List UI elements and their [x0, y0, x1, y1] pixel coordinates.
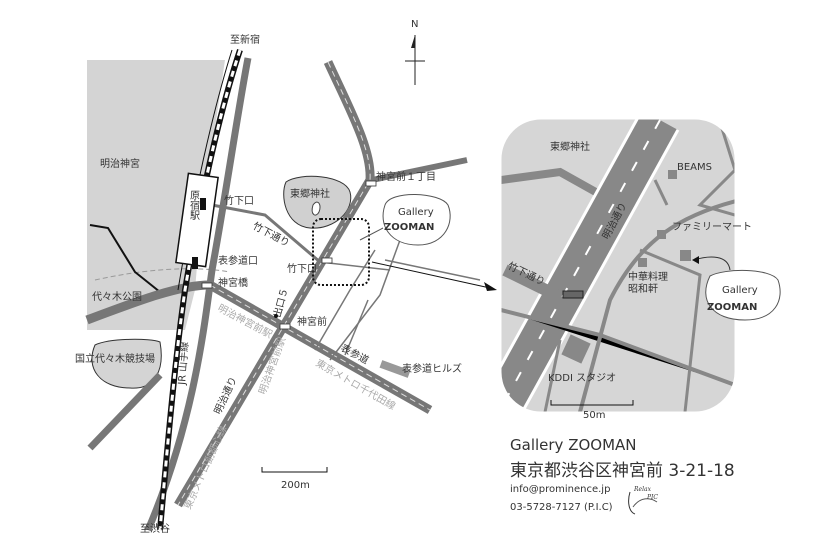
railway-dashes [158, 49, 242, 531]
north-label: N [411, 19, 418, 30]
exit5-marker [274, 314, 278, 318]
gallery-small-label: Gallery [398, 207, 434, 218]
relax-pic-logo: Relax PIC [628, 486, 658, 515]
inset-label-showaken: 昭和軒 [628, 283, 658, 295]
inset-label-kddi: KDDI スタジオ [548, 372, 616, 384]
label-meiji-jingu: 明治神宮 [100, 157, 140, 170]
inset-label-togo-shrine: 東郷神社 [550, 140, 590, 153]
north-compass-icon: N [405, 19, 425, 85]
inset-gallery-big: ZOOMAN [707, 302, 757, 313]
omotesando-hills-building [379, 360, 411, 378]
crosswalk-markers [201, 180, 377, 330]
inset-label-chuka: 中華料理 [628, 270, 668, 283]
gallery-name: Gallery ZOOMAN [510, 436, 637, 454]
park-boundary [94, 268, 231, 281]
harajuku-station: 原宿駅 [175, 172, 219, 269]
label-togo-shrine: 東郷神社 [290, 187, 330, 200]
inset-label-beams: BEAMS [677, 162, 712, 173]
zoom-area-indicator [312, 218, 370, 286]
label-omotesando-hills: 表参道ヒルズ [402, 362, 462, 375]
inset-map [501, 119, 735, 412]
arrowhead-icon [484, 282, 497, 291]
label-omotesando-exit: 表参道口 [218, 254, 258, 267]
harajuku-station-label: 原宿駅 [188, 190, 200, 221]
label-fukutoshin-line: 東京メトロ副都心線 [181, 424, 229, 512]
label-jr-yamanote: JR 山手線 [175, 341, 191, 386]
scale-bar-main: 200m [261, 467, 328, 491]
svg-text:PIC: PIC [646, 494, 658, 501]
gallery-big-label: ZOOMAN [384, 222, 434, 233]
gallery-bubble-inset: Gallery ZOOMAN [692, 256, 781, 321]
label-jingubashi: 神宮橋 [218, 276, 248, 289]
gallery-email[interactable]: info@prominence.jp [510, 484, 611, 495]
gallery-phone: 03-5728-7127 (P.I.C) [510, 502, 613, 513]
label-jingumae-1: 神宮前１丁目 [376, 170, 436, 183]
inset-gallery-small: Gallery [722, 285, 758, 296]
label-to-shibuya: 至渋谷 [140, 522, 170, 535]
label-to-shinjuku: 至新宿 [230, 33, 260, 46]
gallery-address: 東京都渋谷区神宮前 3-21-18 [510, 461, 735, 481]
scale-bar-inset: 50m [550, 400, 634, 421]
pointer-arrow [371, 261, 491, 289]
road-centerlines [177, 61, 431, 506]
label-yoyogi-stadium: 国立代々木競技場 [75, 352, 155, 365]
label-jingumae: 神宮前 [297, 315, 327, 328]
path-line [89, 224, 161, 293]
scale-main-label: 200m [281, 480, 310, 491]
gallery-bubble-main: Gallery ZOOMAN [359, 194, 451, 246]
pond [311, 201, 321, 216]
inset-label-family-mart: ファミリーマート [672, 222, 752, 233]
label-takeshita-exit: 竹下口 [224, 194, 254, 207]
scale-inset-label: 50m [583, 410, 605, 421]
inset-frame [500, 118, 736, 413]
label-yoyogi-park: 代々木公園 [92, 291, 142, 303]
svg-text:Relax: Relax [633, 486, 652, 493]
label-takeshita: 竹下口 [287, 262, 317, 275]
